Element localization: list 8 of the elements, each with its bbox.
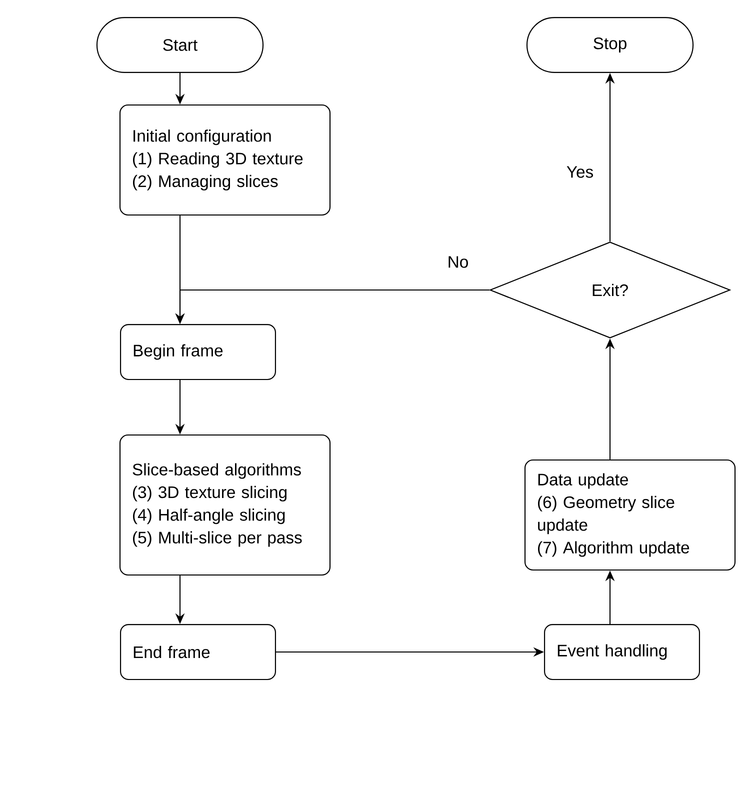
process-box: End frame xyxy=(120,624,276,680)
process-box: Slice-based algorithms (3) 3D texture slicing (4) Half-angle slicing (5) Multi-slice per pass xyxy=(119,434,331,576)
process-box: Data update (6) Geometry slice update (7) Algorithm update xyxy=(524,459,736,571)
edge-label: No xyxy=(446,254,470,270)
process-box: Event handling xyxy=(544,624,700,680)
process-box: Begin frame xyxy=(120,324,276,380)
edge-label: Yes xyxy=(565,164,595,180)
process-box: Initial configuration (1) Reading 3D texture (2) Managing slices xyxy=(119,104,331,216)
